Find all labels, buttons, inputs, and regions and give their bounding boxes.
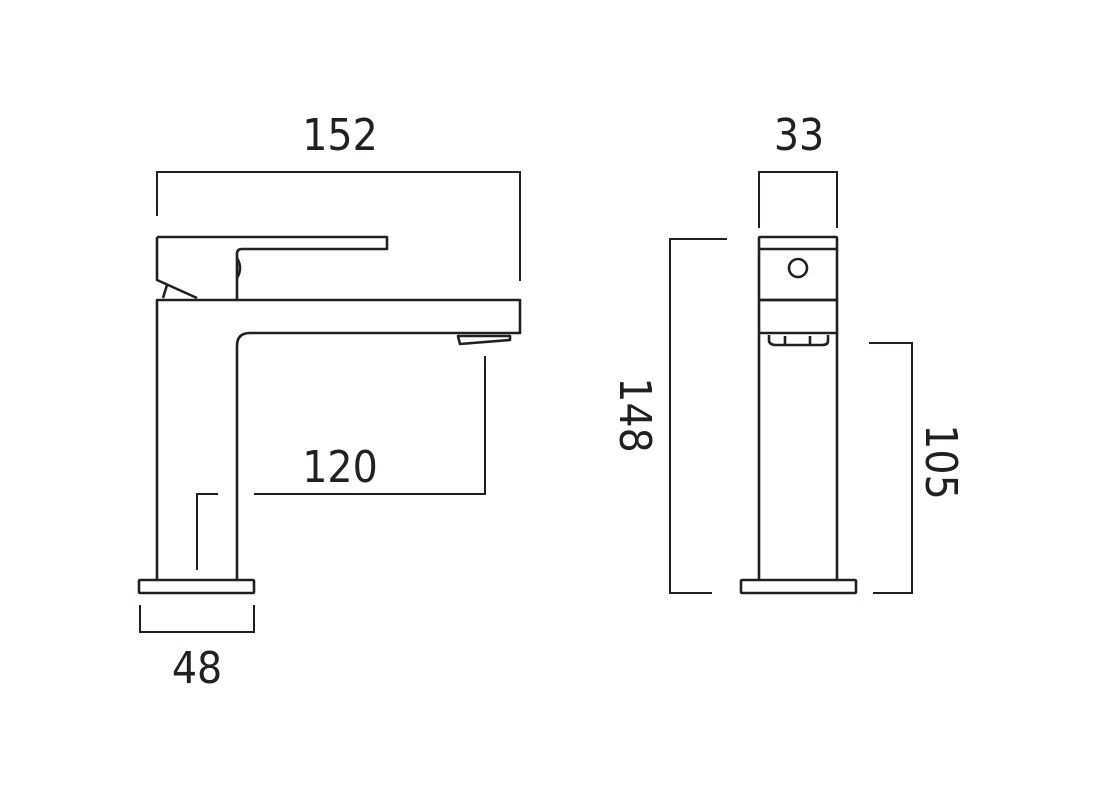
dimension-label-48: 48 <box>172 643 222 694</box>
dimension-label-105: 105 <box>915 424 966 500</box>
front-spout <box>757 298 839 335</box>
front-handle <box>757 235 839 302</box>
dimension-label-33: 33 <box>774 110 824 161</box>
side-view <box>137 235 522 595</box>
side-body-spout <box>155 298 522 580</box>
front-base <box>739 578 858 595</box>
front-aerator <box>767 335 830 347</box>
front-handle-cap <box>787 257 809 279</box>
dimension-spout-reach: 120 <box>196 356 486 570</box>
dimension-spout-height: 105 <box>869 342 966 594</box>
side-handle <box>155 235 389 300</box>
dimension-overall-height: 148 <box>609 238 727 594</box>
dimension-label-152: 152 <box>302 110 378 161</box>
dimension-label-120: 120 <box>302 442 378 493</box>
front-view <box>739 235 858 595</box>
dimension-overall-length: 152 <box>156 110 521 281</box>
dimension-body-width: 33 <box>758 110 838 228</box>
side-base <box>137 578 256 595</box>
dimension-label-148: 148 <box>609 377 660 453</box>
side-handle-pivot <box>235 257 242 279</box>
front-body <box>757 333 839 580</box>
side-aerator <box>456 334 512 346</box>
dimension-base-width: 48 <box>139 605 255 694</box>
